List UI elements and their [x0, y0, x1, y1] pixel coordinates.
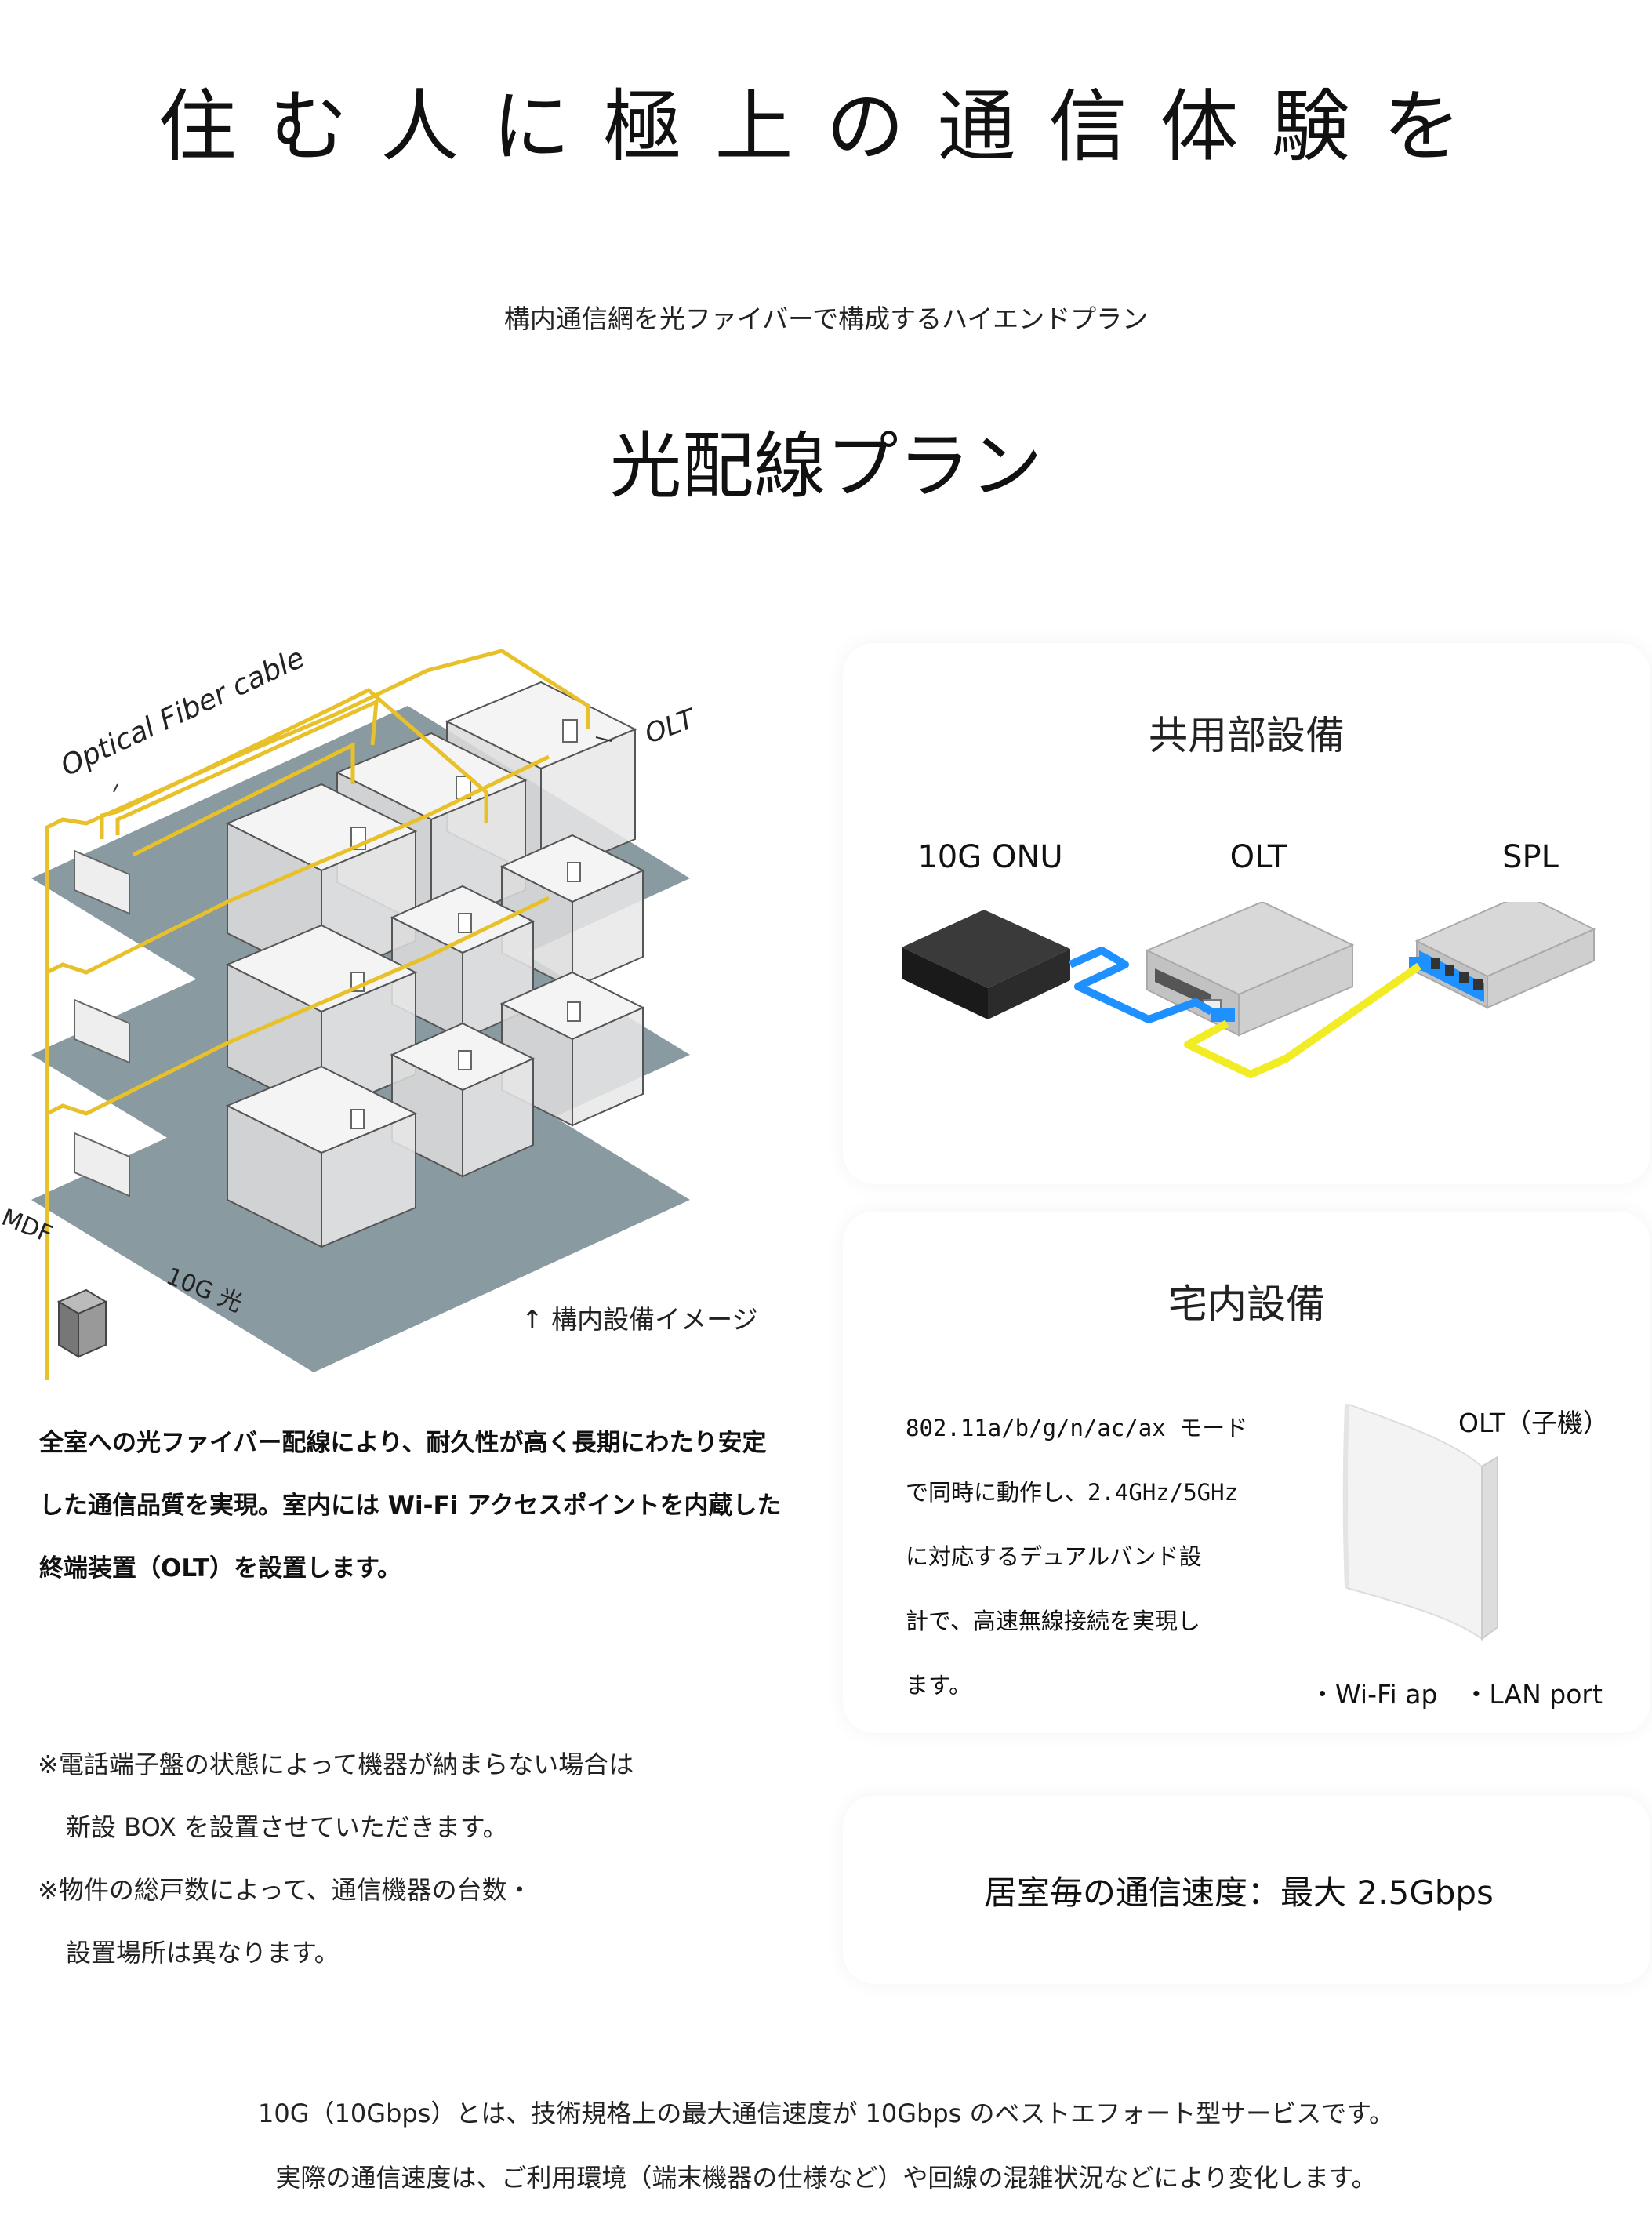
blue-cable [1068, 947, 1214, 1023]
yellow-cable [1184, 962, 1421, 1078]
shared-equipment-card: 共用部設備 10G ONU OLT SPL [843, 643, 1650, 1184]
note-line: ※電話端子盤の状態によって機器が納まらない場合は [38, 1750, 634, 1779]
footer-line: 実際の通信速度は、ご利用環境（端末機器の仕様など）や回線の混雑状況などにより変化… [275, 2163, 1377, 2193]
lead-text: 構内通信網を光ファイバーで構成するハイエンドプラン [503, 303, 1149, 334]
in-home-desc-line: 802.11a/b/g/n/ac/ax モード [906, 1415, 1248, 1441]
in-home-desc-line: に対応するデュアルバンド設 [906, 1543, 1202, 1570]
building-illustration: Optical Fiber cable OLT MDF 10G 光 [0, 641, 700, 1380]
olt-child-label: OLT（子機） [1458, 1408, 1609, 1438]
olt-label: OLT [641, 703, 700, 750]
fiber-label: Optical Fiber cable [56, 641, 309, 783]
device-diagram [902, 902, 1596, 1078]
note-line: ※物件の総戸数によって、通信機器の台数・ [38, 1875, 532, 1905]
device-label-olt: OLT [1229, 839, 1287, 875]
in-home-description: 802.11a/b/g/n/ac/ax モード で同時に動作し、2.4GHz/5… [906, 1396, 1282, 1717]
mdf-rack [56, 1288, 108, 1358]
device-label-spl: SPL [1502, 839, 1559, 875]
olt-child-device-icon [1342, 1404, 1498, 1641]
note-line: 設置場所は異なります。 [66, 1938, 339, 1968]
olt-units [350, 719, 581, 1129]
olt-unit [562, 719, 578, 743]
terminal-box [74, 1132, 130, 1197]
spl-device-icon [1414, 902, 1596, 1009]
shared-equipment-title: 共用部設備 [1149, 713, 1345, 758]
fiber-cables [45, 649, 590, 1380]
fiber-leader-line [113, 783, 118, 793]
connector-icon [1211, 1008, 1235, 1022]
olt-unit [458, 913, 472, 933]
olt-unit [567, 862, 581, 882]
in-home-title: 宅内設備 [1168, 1281, 1325, 1327]
note-line: 新設 BOX を設置させていただきます。 [66, 1812, 508, 1842]
olt-unit [458, 1050, 472, 1070]
device-label-onu: 10G ONU [917, 839, 1063, 875]
in-home-card: 宅内設備 [843, 1212, 1650, 1733]
footer-line: 10G（10Gbps）とは、技術規格上の最大通信速度が 10Gbps のベストエ… [258, 2099, 1394, 2128]
olt-unit [567, 1001, 581, 1022]
onu-device-icon [902, 910, 1070, 1019]
in-home-desc-line: ます。 [906, 1672, 972, 1699]
room-box [225, 1065, 418, 1248]
in-home-desc-line: で同時に動作し、2.4GHz/5GHz [906, 1479, 1239, 1506]
terminal-box [74, 998, 130, 1064]
terminal-boxes [74, 849, 130, 1197]
olt-device-icon [1145, 902, 1355, 1037]
description-text: 全室への光ファイバー配線により、耐久性が高く長期にわたり安定した通信品質を実現。… [39, 1429, 782, 1583]
plan-title: 光配線プラン [609, 424, 1043, 508]
speed-text: 居室毎の通信速度：最大 2.5Gbps [984, 1873, 1494, 1912]
rooms [225, 681, 645, 1248]
olt-features: ・Wi-Fi ap ・LAN port [1309, 1679, 1603, 1710]
speed-card [843, 1796, 1650, 1984]
image-caption: ↑ 構内設備イメージ [521, 1304, 758, 1335]
olt-leader-line [595, 736, 612, 742]
main-title: 住む人に極上の通信体験を [158, 81, 1494, 173]
terminal-box [74, 849, 130, 915]
olt-unit [350, 1109, 365, 1129]
in-home-desc-line: 計で、高速無線接続を実現し [906, 1608, 1200, 1634]
